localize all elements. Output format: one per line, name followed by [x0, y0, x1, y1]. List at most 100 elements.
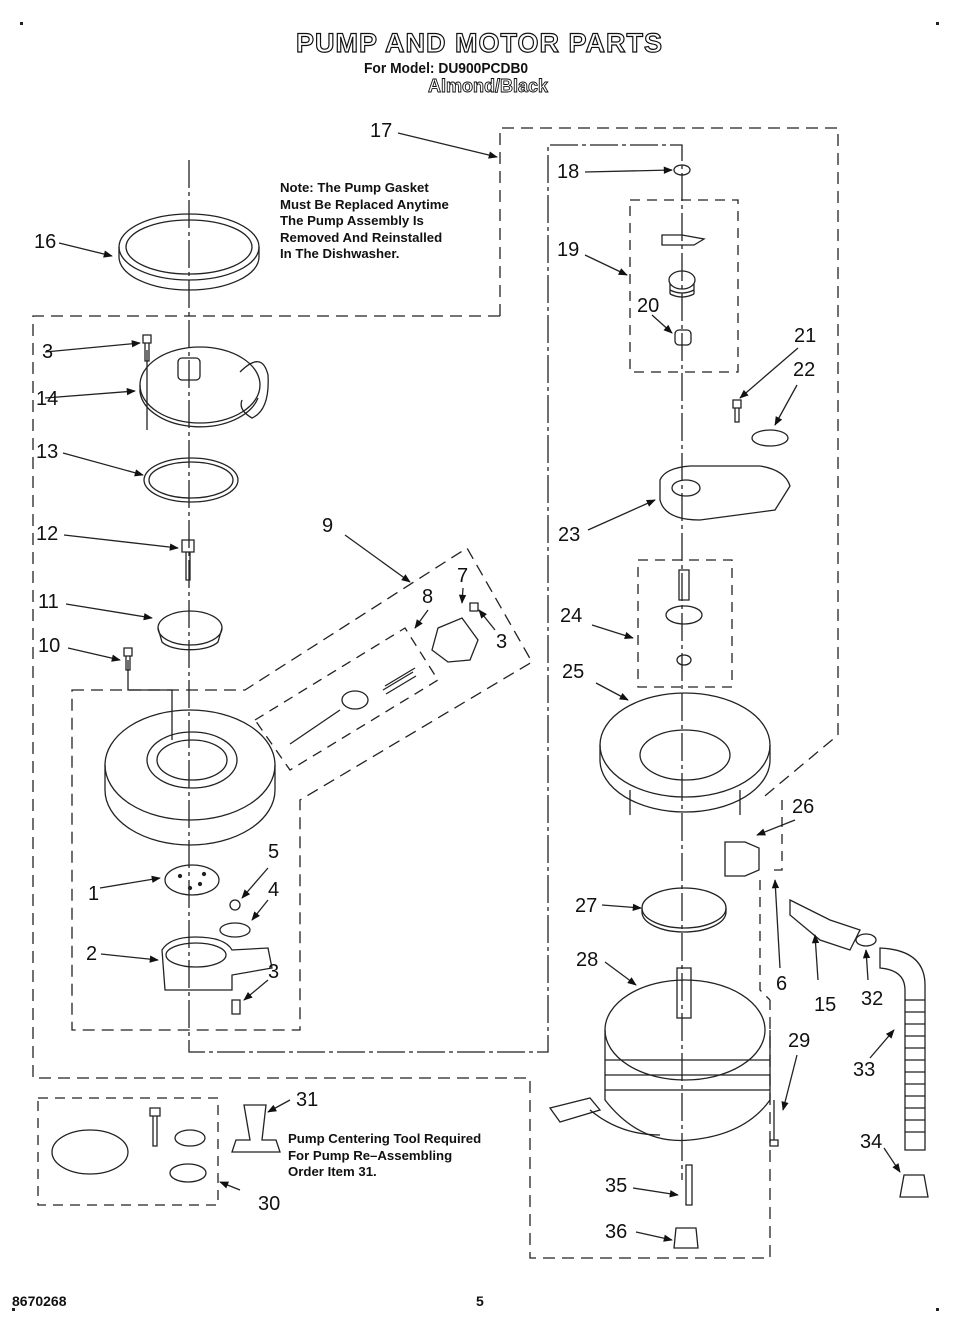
- callout-11: 11: [38, 591, 59, 613]
- callout-10: 10: [38, 635, 60, 657]
- bracket-23: [659, 465, 791, 521]
- bushing-20: [674, 329, 692, 346]
- callout-9: 9: [322, 515, 333, 537]
- bolt-29: [769, 1100, 779, 1147]
- callout-2: 2: [86, 943, 97, 965]
- group-boundary-19: [629, 199, 739, 373]
- group-boundary-pump: [71, 547, 533, 1031]
- note-line: Note: The Pump Gasket: [280, 180, 429, 195]
- callout-15: 15: [814, 994, 836, 1016]
- callout-25: 25: [562, 661, 584, 683]
- callout-17: 17: [370, 120, 392, 142]
- axis-screws: [127, 350, 173, 740]
- gear-36: [673, 1227, 699, 1249]
- impeller: [157, 610, 223, 646]
- pump-cover: [139, 346, 261, 424]
- callout-29: 29: [788, 1030, 810, 1052]
- seal-ring: [143, 457, 239, 503]
- registration-mark-bottom-right: [936, 1308, 939, 1311]
- callout-32: 32: [861, 988, 883, 1010]
- pump-housing: [104, 709, 276, 821]
- filter-disc: [164, 864, 220, 896]
- note-line: Must Be Replaced Anytime: [280, 196, 449, 212]
- callout-30: 30: [258, 1193, 280, 1215]
- registration-mark-top-right: [936, 22, 939, 25]
- callout-3: 3: [42, 341, 53, 363]
- shaft-24: [678, 569, 690, 601]
- group-boundary-24: [637, 559, 733, 688]
- callout-7: 7: [457, 565, 468, 587]
- group-boundary-8: [254, 627, 439, 771]
- callout-6: 6: [776, 973, 787, 995]
- callout-16: 16: [34, 231, 56, 253]
- terminal-block-26: [724, 841, 760, 877]
- motor-28: [604, 979, 766, 1081]
- note-line: The Pump Assembly Is: [280, 213, 424, 228]
- motor-mount-25: [599, 692, 771, 798]
- spring: [382, 667, 417, 695]
- axis-left: [188, 144, 683, 1180]
- cam-19: [661, 234, 706, 246]
- callout-22: 22: [793, 359, 815, 381]
- document-code: 8670268: [12, 1293, 67, 1309]
- note-line: Pump Centering Tool Required: [288, 1131, 482, 1146]
- hose-cap-34: [899, 1174, 929, 1198]
- callout-36: 36: [605, 1221, 627, 1243]
- callout-24: 24: [560, 605, 582, 627]
- callout-13: 13: [36, 441, 58, 463]
- callout-1: 1: [88, 883, 99, 905]
- callout-26: 26: [792, 796, 814, 818]
- group-boundary-17: [499, 127, 839, 801]
- check-valve-body: [341, 690, 369, 710]
- callout-33: 33: [853, 1059, 875, 1081]
- note-line: For Pump Re–Assembling: [288, 1147, 453, 1163]
- page-title: PUMP AND MOTOR PARTS: [295, 27, 664, 58]
- callout-18: 18: [557, 161, 579, 183]
- note-line: Order Item 31.: [288, 1164, 377, 1179]
- callout-3b: 3: [496, 631, 507, 653]
- registration-mark-bottom-left: [12, 1308, 15, 1311]
- callout-28: 28: [576, 949, 598, 971]
- finish-color: Almond/Black: [428, 76, 549, 97]
- callout-31: 31: [296, 1089, 318, 1111]
- screw-21: [732, 399, 742, 423]
- centering-tool-note: Pump Centering Tool Required For Pump Re…: [288, 1131, 481, 1181]
- ring-22: [751, 429, 789, 447]
- ball: [229, 899, 241, 911]
- callout-19: 19: [557, 239, 579, 261]
- kit-screw: [149, 1107, 161, 1147]
- pump-tube-15: [789, 898, 861, 951]
- callout-4: 4: [268, 879, 279, 901]
- sump-bracket: [161, 936, 273, 991]
- screw-10: [123, 647, 133, 671]
- callout-14: 14: [36, 388, 58, 410]
- callout-35: 35: [605, 1175, 627, 1197]
- pump-gasket-note: Note: The Pump Gasket Must Be Replaced A…: [280, 180, 449, 263]
- registration-mark-top-left: [20, 22, 23, 25]
- bearing-18: [673, 164, 691, 176]
- valve-cover: [431, 617, 479, 663]
- clamp-32: [855, 933, 877, 947]
- impeller-bolt: [181, 539, 195, 581]
- group-boundary-26-15: [759, 800, 783, 1001]
- gasket-kit-ring: [51, 1129, 129, 1175]
- centering-tool-31: [231, 1104, 281, 1153]
- callout-34: 34: [860, 1131, 882, 1153]
- callout-27: 27: [575, 895, 597, 917]
- callout-8: 8: [422, 586, 433, 608]
- callout-23: 23: [558, 524, 580, 546]
- callout-3c: 3: [268, 961, 279, 983]
- group-boundary-main: [32, 315, 771, 1259]
- slinger-27: [641, 887, 727, 929]
- note-line: Removed And Reinstalled: [280, 229, 443, 245]
- callout-5: 5: [268, 841, 279, 863]
- note-line: In The Dishwasher.: [280, 246, 400, 261]
- o-ring: [219, 922, 251, 938]
- shaft-35: [685, 1164, 693, 1206]
- group-boundary-30: [37, 1097, 219, 1206]
- page-number: 5: [476, 1293, 484, 1309]
- callout-21: 21: [794, 325, 816, 347]
- drain-hose-33: [879, 947, 926, 1151]
- screw: [142, 334, 152, 362]
